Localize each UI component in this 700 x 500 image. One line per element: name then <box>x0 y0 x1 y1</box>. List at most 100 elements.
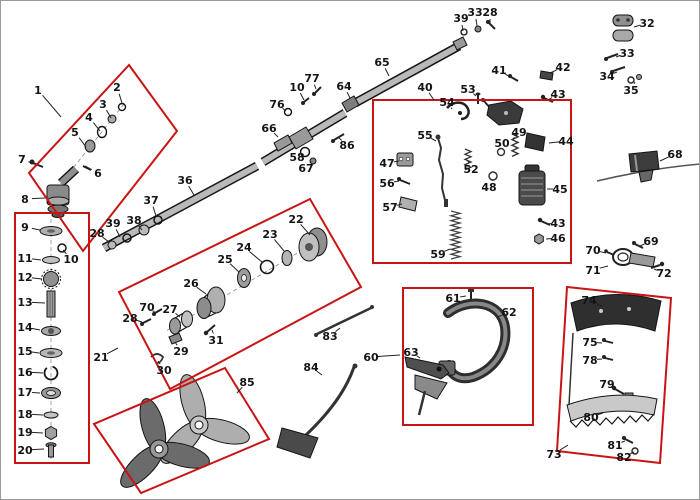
leader-line-3 <box>106 109 112 119</box>
leader-line-59 <box>444 248 451 252</box>
leader-line-41 <box>504 73 511 78</box>
part-label-19: 19 <box>17 426 32 439</box>
leader-line-34 <box>613 71 618 74</box>
part-label-31: 31 <box>208 334 223 347</box>
gear-head-art <box>29 102 127 218</box>
leader-line-28 <box>102 236 110 243</box>
part-label-71: 71 <box>585 264 600 277</box>
leader-line-55 <box>430 137 437 142</box>
part-label-42: 42 <box>555 61 570 74</box>
part-label-78: 78 <box>582 354 597 367</box>
part-label-86: 86 <box>339 139 355 152</box>
part-label-70: 70 <box>585 244 601 257</box>
part-label-23: 23 <box>262 228 277 241</box>
leader-line-36 <box>188 185 195 196</box>
leader-line-74 <box>595 302 603 307</box>
part-label-59: 59 <box>430 248 445 261</box>
part-label-27: 27 <box>162 303 177 316</box>
clutch-assembly-art <box>140 227 328 364</box>
part-label-28: 28 <box>89 227 104 240</box>
leader-line-13 <box>31 301 46 304</box>
part-label-83: 83 <box>322 330 337 343</box>
part-label-77: 77 <box>304 72 319 85</box>
leader-line-73 <box>559 444 569 451</box>
part-label-80: 80 <box>583 411 599 424</box>
part-label-56: 56 <box>379 177 395 190</box>
part-label-68: 68 <box>667 148 682 161</box>
part-label-75: 75 <box>582 336 597 349</box>
leader-line-67 <box>309 160 312 163</box>
part-label-2: 2 <box>113 81 121 94</box>
part-label-1: 1 <box>34 84 42 97</box>
leader-line-61 <box>459 295 467 298</box>
leader-line-85 <box>236 386 243 394</box>
part-label-58: 58 <box>289 151 304 164</box>
leader-line-27 <box>175 312 181 318</box>
leader-line-17 <box>31 391 41 394</box>
part-label-45: 45 <box>552 183 567 196</box>
shaft-clamp-art <box>604 241 665 269</box>
leader-line-44 <box>548 141 560 144</box>
leader-line-65 <box>384 68 390 77</box>
leader-line-22 <box>300 223 311 236</box>
part-label-37: 37 <box>143 194 158 207</box>
part-label-81: 81 <box>607 439 622 452</box>
part-label-24: 24 <box>236 241 252 254</box>
leader-line-40 <box>428 92 435 101</box>
part-label-17: 17 <box>17 386 32 399</box>
leader-line-70 <box>152 310 157 314</box>
part-label-41: 41 <box>491 64 506 77</box>
leader-line-26 <box>196 286 207 295</box>
leader-line-83 <box>335 327 341 333</box>
leader-line-19 <box>31 431 44 434</box>
group-outline-blade-set <box>92 366 271 495</box>
leader-line-33 <box>615 54 621 58</box>
part-label-46: 46 <box>550 232 566 245</box>
leader-line-5 <box>78 137 87 148</box>
group-outline-guard-assembly <box>555 285 673 465</box>
handle-assembly-art <box>404 289 511 416</box>
part-label-55: 55 <box>417 129 432 142</box>
part-label-53: 53 <box>460 83 475 96</box>
part-label-13: 13 <box>17 296 32 309</box>
part-label-66: 66 <box>261 122 277 135</box>
part-label-63: 63 <box>403 346 418 359</box>
leader-line-42 <box>549 69 557 74</box>
leader-line-6 <box>84 165 93 171</box>
leader-line-14 <box>31 327 41 331</box>
leader-line-25 <box>229 263 240 273</box>
part-label-12: 12 <box>17 271 32 284</box>
leader-line-68 <box>659 156 669 162</box>
part-label-82: 82 <box>616 451 631 464</box>
leader-line-23 <box>274 239 285 252</box>
group-outline-gear-head-assembly <box>27 63 179 253</box>
leader-line-24 <box>249 251 263 263</box>
leader-line-10 <box>62 249 67 255</box>
trimmer-head-art <box>596 150 699 183</box>
part-label-64: 64 <box>336 80 352 93</box>
leader-line-63 <box>416 355 421 359</box>
part-label-85: 85 <box>239 376 254 389</box>
part-label-7: 7 <box>18 153 26 166</box>
part-label-70: 70 <box>139 301 155 314</box>
leader-line-15 <box>31 351 40 354</box>
leader-line-53 <box>472 93 477 97</box>
leader-line-10 <box>299 92 305 101</box>
group-outline-engine-internals <box>372 99 572 264</box>
part-label-79: 79 <box>599 378 614 391</box>
part-label-40: 40 <box>417 81 433 94</box>
leader-line-9 <box>31 227 41 231</box>
leader-line-18 <box>31 413 44 416</box>
blade-art <box>120 374 250 488</box>
part-label-34: 34 <box>599 70 615 83</box>
part-label-36: 36 <box>177 174 193 187</box>
shaft-stack-art <box>39 219 67 459</box>
leader-line-39 <box>461 24 464 32</box>
part-label-43: 43 <box>550 88 565 101</box>
part-label-33: 33 <box>619 47 634 60</box>
part-label-8: 8 <box>21 193 29 206</box>
part-label-26: 26 <box>183 277 199 290</box>
leader-line-77 <box>313 84 317 90</box>
part-label-72: 72 <box>656 267 671 280</box>
part-label-39: 39 <box>105 217 120 230</box>
